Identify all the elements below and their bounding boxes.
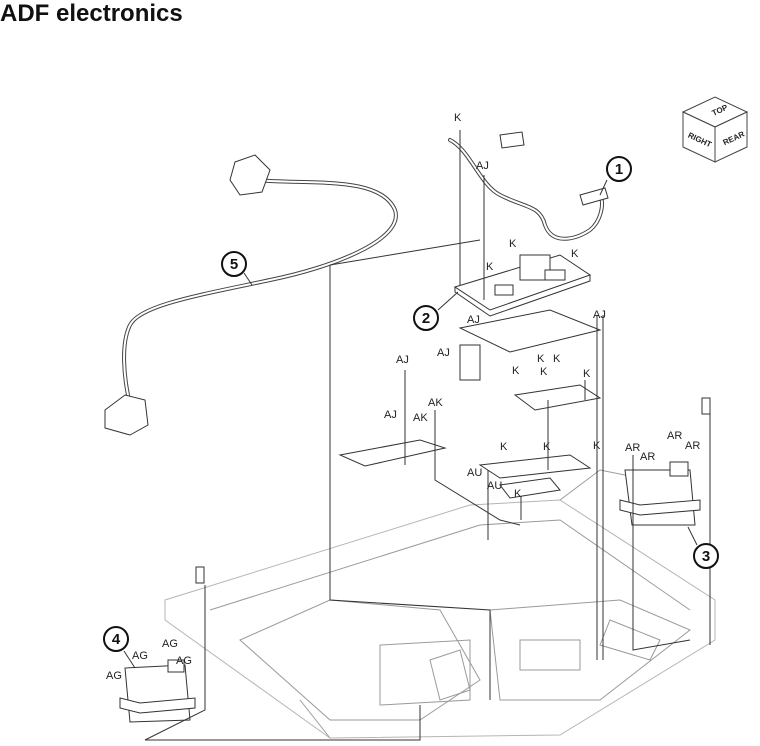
svg-text:2: 2: [422, 310, 430, 327]
page-title: ADF electronics: [0, 0, 183, 27]
callout-1: 1: [599, 156, 632, 196]
orientation-cube: TOP RIGHT REAR: [681, 96, 749, 163]
label-ag: AG: [162, 638, 178, 650]
cable-harness-5: [104, 154, 398, 436]
controller-board-2: [453, 254, 592, 317]
label-k: K: [500, 441, 508, 453]
label-k: K: [583, 368, 591, 380]
routing-lines: [144, 130, 711, 741]
label-ak: AK: [413, 412, 428, 424]
label-k: K: [553, 353, 561, 365]
label-k: K: [537, 353, 545, 365]
svg-text:3: 3: [702, 548, 710, 565]
label-k: K: [454, 112, 462, 124]
svg-text:1: 1: [615, 161, 623, 178]
label-ag: AG: [106, 670, 122, 682]
part-labels: K AJ K K K AJ AJ AJ AJ K K K K K AK AJ A…: [106, 112, 700, 682]
label-aj: AJ: [396, 354, 409, 366]
label-k: K: [543, 441, 551, 453]
solenoid-3: [619, 397, 711, 526]
label-ar: AR: [685, 440, 700, 452]
cable-harness-1: [448, 131, 609, 241]
label-aj: AJ: [467, 314, 480, 326]
callout-2: 2: [413, 291, 459, 331]
label-k: K: [514, 488, 522, 500]
label-aj: AJ: [437, 347, 450, 359]
svg-text:4: 4: [112, 631, 121, 648]
label-ar: AR: [625, 442, 640, 454]
label-au: AU: [467, 467, 482, 479]
label-au: AU: [487, 480, 502, 492]
label-ag: AG: [176, 655, 192, 667]
label-ar: AR: [667, 430, 682, 442]
label-k: K: [571, 248, 579, 260]
svg-text:5: 5: [230, 256, 238, 273]
callout-3: 3: [687, 526, 719, 569]
mounting-brackets: [338, 309, 602, 499]
label-k: K: [509, 238, 517, 250]
label-aj: AJ: [593, 309, 606, 321]
solenoid-4: [119, 566, 205, 723]
label-ag: AG: [132, 650, 148, 662]
label-ar: AR: [640, 451, 655, 463]
label-ak: AK: [428, 397, 443, 409]
callout-4: 4: [103, 626, 136, 669]
label-k: K: [512, 365, 520, 377]
adf-base-frame: [164, 469, 716, 739]
label-k: K: [593, 440, 601, 452]
label-k: K: [486, 261, 494, 273]
label-aj: AJ: [476, 160, 489, 172]
label-k: K: [540, 366, 548, 378]
callout-5: 5: [221, 251, 253, 286]
label-aj: AJ: [384, 409, 397, 421]
